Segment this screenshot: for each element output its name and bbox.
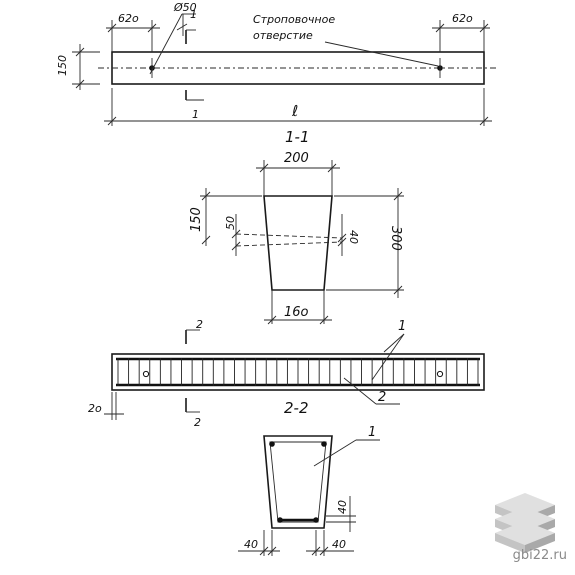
section-2-2-title: 2-2	[284, 399, 309, 417]
section-2-2-dim-right: 40	[332, 538, 346, 551]
section-1-1: 1-1 200 16o 150 50 40	[189, 128, 404, 325]
plan-section-mark-1b: 1	[190, 8, 197, 21]
plan-dim-right: 62o	[452, 12, 473, 25]
plan-section-mark-1: 1	[192, 108, 199, 121]
section-1-1-dim-top: 200	[284, 151, 309, 166]
section-2-2: 2-2 1 40 40 40	[238, 399, 380, 556]
plan-note-line1: Строповочное	[253, 13, 335, 26]
plan-dim-left: 62o	[118, 12, 139, 25]
section-1-1-dim-bottom: 16o	[284, 305, 309, 320]
hole-leader	[149, 13, 183, 75]
section-1-1-dim-right: 300	[388, 226, 403, 251]
section-2-2-dim-cover-side: 40	[336, 500, 349, 514]
reinforcement-view: 2 2 2o 1 2	[88, 318, 485, 429]
section-1-1-dim-hole-left: 50	[224, 216, 237, 230]
reinforcement-callout-2: 2	[378, 390, 386, 405]
section-2-2-outline	[263, 435, 333, 529]
section-1-1-outline	[263, 195, 333, 291]
section-2-2-dim-left: 40	[244, 538, 258, 551]
reinforcement-marker-bottom: 2	[194, 416, 201, 429]
site-watermark-text: gbi22.ru	[512, 548, 567, 563]
section-1-1-title: 1-1	[285, 128, 310, 146]
plan-label-length: ℓ	[291, 102, 298, 120]
section-2-2-callout: 1	[368, 425, 376, 440]
reinforcement-dim-cover: 2o	[88, 402, 102, 415]
gbi22-logo-icon	[495, 493, 555, 553]
reinforcement-callout-1: 1	[398, 319, 406, 334]
section-1-1-dim-left: 150	[189, 207, 204, 232]
section-2-2-cage	[269, 441, 327, 523]
reinforcement-outline	[111, 353, 485, 391]
plan-dim-hole: Ø50	[173, 1, 197, 14]
plan-note-line2: отверстие	[253, 29, 313, 42]
reinforcement-marker-top: 2	[196, 318, 203, 331]
stirrups	[117, 358, 479, 386]
note-leader	[324, 41, 439, 67]
plan-view: 62o 62o Ø50 Строповочное отверстие 150 ℓ…	[56, 1, 498, 126]
section-1-1-dim-hole-right: 40	[347, 230, 360, 244]
plan-dim-height: 150	[56, 55, 69, 76]
